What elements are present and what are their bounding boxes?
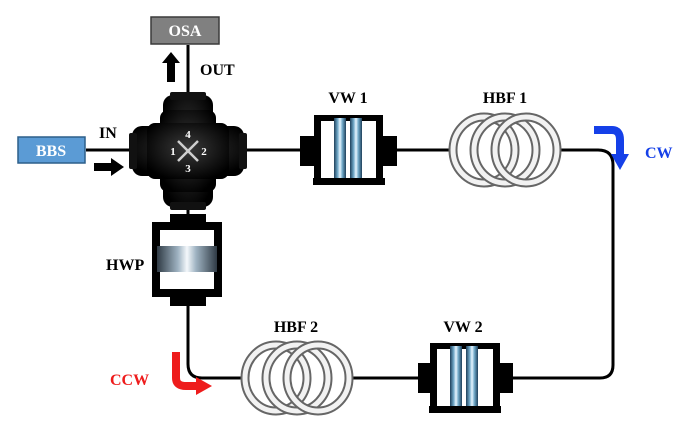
port-1: 1	[170, 146, 176, 158]
vw2-label: VW 2	[443, 319, 482, 336]
circulator: 4 1 2 3	[129, 92, 247, 210]
hbf1-label: HBF 1	[483, 90, 527, 107]
hwp-component	[152, 214, 222, 306]
ccw-label: CCW	[110, 372, 149, 389]
port-4: 4	[185, 129, 191, 141]
cw-label: CW	[645, 145, 673, 162]
hbf2-coil	[240, 340, 354, 416]
osa-box: OSA	[150, 16, 220, 45]
bbs-label: BBS	[36, 143, 66, 160]
ccw-arrow-icon	[172, 352, 212, 395]
cw-arrow-icon	[594, 126, 629, 170]
vw1-label: VW 1	[328, 90, 367, 107]
in-arrow-icon	[94, 158, 124, 176]
vw1-component	[300, 115, 397, 185]
out-arrow-icon	[162, 52, 180, 82]
port-3: 3	[185, 163, 191, 175]
hwp-label: HWP	[106, 257, 144, 274]
port-2: 2	[201, 146, 207, 158]
osa-label: OSA	[169, 23, 202, 40]
hbf1-coil	[448, 112, 562, 188]
in-label: IN	[99, 125, 117, 142]
vw2-component	[418, 343, 513, 413]
cross-icon	[177, 140, 199, 162]
hbf2-label: HBF 2	[274, 319, 318, 336]
out-label: OUT	[200, 62, 235, 79]
bbs-box: BBS	[17, 136, 86, 164]
